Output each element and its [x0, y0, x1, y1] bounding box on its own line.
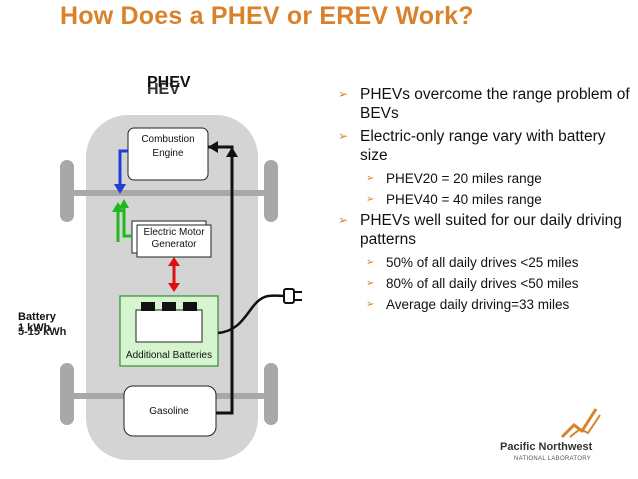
- green-arrow-head: [112, 202, 124, 212]
- arrow-bullet-icon: ➢: [366, 299, 375, 310]
- blue-power-arrow: [118, 149, 128, 186]
- gasoline-tank-box: [123, 385, 217, 437]
- fuel-line-arrow-top: [226, 147, 238, 157]
- arrow-bullet-icon: ➢: [366, 194, 375, 205]
- green-arrow-head-2: [119, 199, 129, 208]
- sub-bullet-item: ➢ PHEV40 = 40 miles range: [338, 190, 636, 209]
- battery-capacity-phev: 5-15 kWh: [18, 326, 67, 338]
- motor-generator-label: Electric Motor Generator: [143, 227, 205, 250]
- arrow-bullet-icon: ➢: [366, 173, 375, 184]
- red-arrow-head-up: [168, 257, 180, 266]
- sub-bullet-text: PHEV40 = 40 miles range: [386, 192, 542, 207]
- battery-terminal-3: [183, 302, 197, 311]
- slide-title: How Does a PHEV or EREV Work?: [60, 2, 474, 30]
- arrow-bullet-icon: ➢: [366, 278, 375, 289]
- pnnl-logo: Pacific Northwest NATIONAL LABORATORY: [500, 403, 625, 473]
- wheel-rear-right: [264, 363, 278, 425]
- arrow-bullet-icon: ➢: [338, 213, 349, 227]
- front-axle: [66, 190, 278, 196]
- arrow-bullet-icon: ➢: [338, 87, 349, 101]
- wheel-front-left: [60, 160, 74, 222]
- sub-bullet-item: ➢ Average daily driving=33 miles: [338, 295, 636, 314]
- green-power-arrow-2: [122, 208, 132, 238]
- logo-subtext: NATIONAL LABORATORY: [514, 456, 592, 462]
- logo-mark-icon: [560, 408, 601, 439]
- motor-generator-box: [136, 224, 212, 258]
- wheel-front-right: [264, 160, 278, 222]
- bullet-text: Electric-only range vary with battery si…: [360, 128, 606, 164]
- battery-label: Battery: [18, 311, 56, 323]
- fuel-line-arrow: [208, 141, 218, 153]
- sub-bullet-text: PHEV20 = 20 miles range: [386, 171, 542, 186]
- plug-icon: [283, 288, 302, 304]
- bullet-item: ➢ PHEVs well suited for our daily driving…: [338, 211, 636, 249]
- bullet-item: ➢ Electric-only range vary with battery s…: [338, 127, 636, 165]
- fuel-line: [208, 145, 234, 415]
- wheel-rear-left: [60, 363, 74, 425]
- bullet-list: ➢ PHEVs overcome the range problem of BEV…: [338, 85, 636, 316]
- charging-cable: [217, 294, 285, 335]
- blue-arrow-head: [114, 184, 126, 194]
- sub-bullet-item: ➢ 50% of all daily drives <25 miles: [338, 253, 636, 272]
- bullet-item: ➢ PHEVs overcome the range problem of BEV…: [338, 85, 636, 123]
- combustion-engine-label: Combustion Engine: [141, 134, 195, 159]
- arrow-bullet-icon: ➢: [366, 257, 375, 268]
- arrow-bullet-icon: ➢: [338, 129, 349, 143]
- sub-bullet-text: 80% of all daily drives <50 miles: [386, 276, 579, 291]
- battery-terminal-2: [162, 302, 176, 311]
- logo-text: Pacific Northwest: [500, 441, 593, 453]
- battery-terminal-1: [141, 302, 155, 311]
- phev-label: PHEV: [147, 74, 191, 91]
- hev-label: HEV: [147, 81, 180, 98]
- battery-capacity-hev: 1 kWh: [18, 322, 51, 334]
- sub-bullet-text: 50% of all daily drives <25 miles: [386, 255, 579, 270]
- sub-bullet-item: ➢ 80% of all daily drives <50 miles: [338, 274, 636, 293]
- gasoline-label: Gasoline: [149, 406, 189, 417]
- sub-bullet-item: ➢ PHEV20 = 20 miles range: [338, 169, 636, 188]
- battery-cell: [135, 309, 203, 343]
- red-arrow-head-down: [168, 283, 180, 292]
- bullet-text: PHEVs overcome the range problem of BEVs: [360, 86, 630, 122]
- bullet-text: PHEVs well suited for our daily driving …: [360, 212, 622, 248]
- combustion-engine-box: [127, 127, 209, 181]
- sub-bullet-text: Average daily driving=33 miles: [386, 297, 570, 312]
- additional-batteries-label: Additional Batteries: [125, 350, 213, 361]
